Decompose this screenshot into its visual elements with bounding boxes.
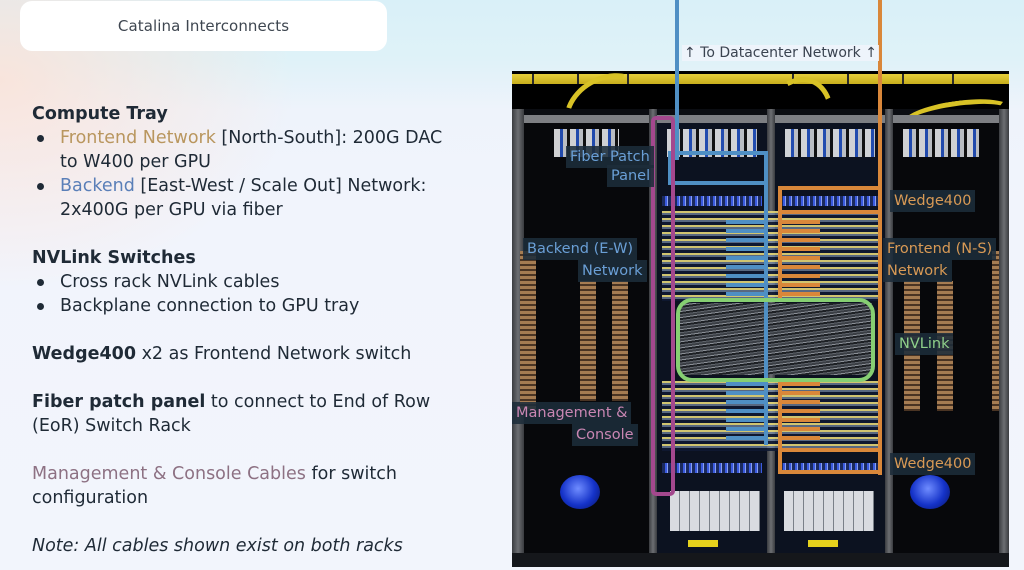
fiber-bold: Fiber patch panel [32,392,206,412]
copper-backplane [520,251,536,411]
power-shelf [784,491,874,531]
mgmt-highlight: Management & Console Cables [32,464,306,484]
nvlink-switches-section: NVLink Switches Cross rack NVLink cables… [32,246,462,318]
slide-title: Catalina Interconnects [117,17,290,35]
rack-frame [885,109,893,567]
tray-divider [577,74,579,84]
power-shelf [670,491,760,531]
fiber-patch-label-2: Panel [607,165,655,187]
wedge-bold: Wedge400 [32,344,137,364]
yellow-tag [688,540,718,547]
network-cable-bundle [662,381,880,451]
nvlink-label: NVLink [895,333,954,355]
bullet-cross-rack: Cross rack NVLink cables [32,270,462,294]
frontend-network-highlight: Frontend Network [60,128,216,148]
frontend-label-2: Network [883,260,952,282]
tray-divider [627,74,629,84]
frontend-label: Frontend (N-S) [883,238,997,260]
management-label-2: Console [572,424,638,446]
compute-tray-section: Compute Tray Frontend Network [North-Sou… [32,102,462,222]
mgmt-section: Management & Console Cables for switch c… [32,462,452,510]
description-panel: Compute Tray Frontend Network [North-Sou… [32,102,462,558]
fiber-section: Fiber patch panel to connect to End of R… [32,390,452,438]
backend-label: Backend (E-W) [523,238,638,260]
copper-backplane [580,281,596,401]
wedge400-bottom-label: Wedge400 [890,453,976,475]
bullet-frontend-network: Frontend Network [North-South]: 200G DAC… [32,126,462,174]
tray-divider [847,74,849,84]
compute-tray-heading: Compute Tray [32,104,168,124]
slide-title-card: Catalina Interconnects [20,1,387,51]
management-label: Management & [512,402,632,424]
note-text: Note: All cables shown exist on both rac… [32,536,403,556]
tray-divider [902,74,904,84]
rack-frame [999,109,1009,567]
switch-ports [780,196,880,206]
nvlink-switches-heading: NVLink Switches [32,248,196,268]
coolant-reservoir [910,475,950,509]
rack-frame [512,109,524,567]
network-cable-bundle [662,211,880,301]
fiber-patch-label: Fiber Patch [566,146,654,168]
switch-ports [662,196,762,206]
datacenter-network-label: ↑ To Datacenter Network ↑ [682,45,879,61]
backend-highlight: Backend [60,176,135,196]
switch-ports [662,463,762,473]
copper-backplane [612,281,628,401]
nvlink-cable-bundle [680,303,872,375]
wedge-section: Wedge400 x2 as Frontend Network switch [32,342,462,366]
switch-ports [780,463,880,473]
backend-text: [East-West / Scale Out] Network: 2x400G … [60,176,427,220]
tray-divider [532,74,534,84]
rack-floor [512,553,1009,567]
tray-divider [952,74,954,84]
bullet-backplane: Backplane connection to GPU tray [32,294,462,318]
mgmt-text: for switch configuration [32,464,397,508]
frontend-network-text: [North-South]: 200G DAC to W400 per GPU [60,128,443,172]
bullet-backend-network: Backend [East-West / Scale Out] Network:… [32,174,462,222]
coolant-reservoir [560,475,600,509]
yellow-cable-tray [512,74,1009,84]
backend-label-2: Network [578,260,647,282]
tray-divider [792,74,794,84]
yellow-tag [808,540,838,547]
fiber-text: to connect to End of Row (EoR) Switch Ra… [32,392,431,436]
wedge400-top-label: Wedge400 [890,190,976,212]
wedge-text: x2 as Frontend Network switch [136,344,412,364]
